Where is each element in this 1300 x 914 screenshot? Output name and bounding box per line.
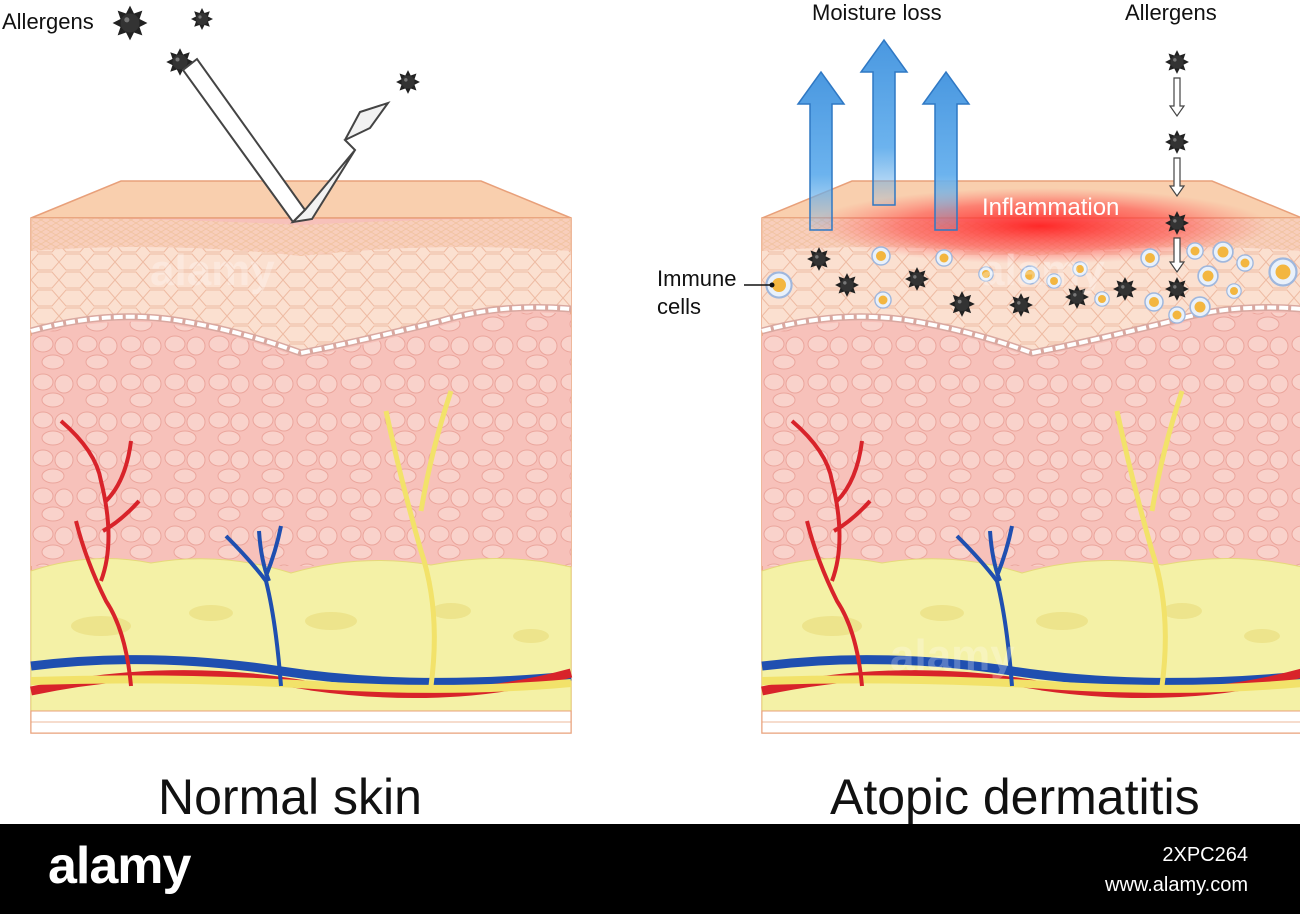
normal-allergen-particles	[112, 5, 420, 94]
arrow-down-icon	[1168, 237, 1186, 274]
allergen-icon	[1165, 130, 1189, 154]
inflammation-label: Inflammation	[982, 194, 1120, 221]
moisture-loss-arrows	[796, 38, 971, 231]
penetrating-allergens	[1165, 50, 1189, 274]
site-url: www.alamy.com	[1105, 874, 1248, 896]
arrow-up-icon	[921, 70, 971, 231]
watermark-text: alamy	[890, 631, 1015, 680]
arrow-up-icon	[796, 70, 846, 231]
immune-cells-label-line2: cells	[657, 294, 702, 319]
watermark-text: alamy	[150, 246, 275, 295]
allergen-icon	[191, 8, 213, 30]
immune-cells-label-line1: Immune	[657, 266, 737, 291]
atopic-dermatitis-caption: Atopic dermatitis	[830, 769, 1200, 825]
image-id: 2XPC264	[1162, 844, 1248, 866]
stock-footer-bar: alamy 2XPC264 www.alamy.com	[0, 824, 1300, 914]
allergens-label-atopic: Allergens	[1125, 0, 1217, 25]
allergens-label-normal: Allergens	[2, 9, 94, 34]
watermark-text: alamy	[980, 246, 1105, 295]
inflammation-zone	[810, 188, 1270, 264]
deflection-arrow	[181, 57, 391, 224]
normal-skin-caption: Normal skin	[158, 769, 422, 825]
arrow-up-icon	[859, 38, 909, 206]
arrow-down-icon	[1168, 77, 1186, 118]
alamy-logo: alamy	[48, 837, 191, 895]
normal-skin-block	[31, 181, 571, 733]
allergen-icon	[1165, 50, 1189, 74]
allergen-icon	[1165, 211, 1189, 235]
allergen-icon	[396, 70, 420, 94]
moisture-loss-label: Moisture loss	[812, 0, 942, 25]
allergen-icon	[112, 5, 148, 41]
arrow-down-icon	[1168, 157, 1186, 198]
